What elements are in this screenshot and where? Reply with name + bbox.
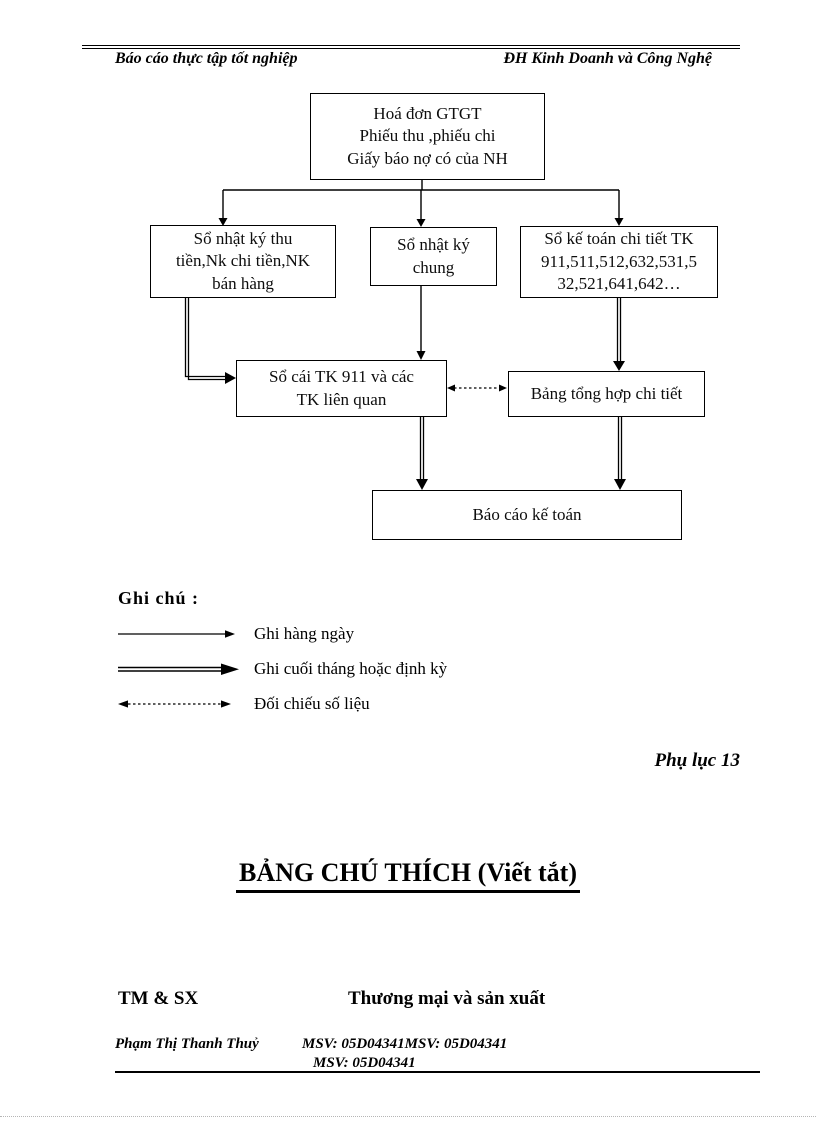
connector-summary-to-report-periodic [614, 417, 626, 490]
solid-single-arrow-icon [118, 630, 235, 638]
flowchart-box-general-journal: Sổ nhật ký chung [370, 227, 497, 286]
footer-student-id-inline: MSV: 05D04341MSV: 05D04341 [302, 1036, 508, 1052]
header-university-name: ĐH Kinh Doanh và Công Nghệ [503, 50, 713, 67]
flowchart-box-summary-table: Bảng tổng hợp chi tiết [508, 371, 705, 417]
footer-divider-rule [115, 1071, 760, 1073]
footer-student-id-line2: MSV: 05D04341 [313, 1055, 416, 1071]
box-source-documents-text: Hoá đơn GTGT Phiếu thu ,phiếu chi Giấy b… [347, 103, 508, 168]
glossary-section-title: BẢNG CHÚ THÍCH (Viết tắt) [236, 858, 580, 893]
flowchart-box-accounting-reports: Báo cáo kế toán [372, 490, 682, 540]
connector-journal-to-ledger-daily [416, 286, 426, 360]
box-summary-table-text: Bảng tổng hợp chi tiết [530, 383, 683, 403]
legend-label-periodic: Ghi cuối tháng hoặc định kỳ [254, 659, 448, 678]
connector-cash-to-ledger-periodic [184, 298, 236, 384]
solid-double-arrow-icon [118, 663, 239, 675]
legend-item-crosscheck: Đối chiếu số liệu [118, 694, 447, 714]
legend-title: Ghi chú : [118, 588, 200, 608]
arrowhead-to-general-journal [416, 219, 426, 227]
arrowhead-to-detail-ledgers [614, 218, 624, 226]
glossary-abbreviation: TM & SX [118, 988, 199, 1009]
box-general-journal-text: Sổ nhật ký chung [397, 235, 470, 277]
flowchart-box-general-ledger: Sổ cái TK 911 và các TK liên quan [236, 360, 447, 417]
legend-label-crosscheck: Đối chiếu số liệu [254, 694, 370, 713]
glossary-title-wrap: BẢNG CHÚ THÍCH (Viết tắt) [0, 858, 816, 893]
box-cash-journals-text: Sổ nhật ký thu tiền,Nk chi tiền,NK bán h… [175, 228, 311, 293]
flowchart-box-source-documents: Hoá đơn GTGT Phiếu thu ,phiếu chi Giấy b… [310, 93, 545, 180]
connector-ledger-to-report-periodic [416, 417, 428, 490]
box-general-ledger-text: Sổ cái TK 911 và các TK liên quan [269, 367, 414, 409]
connector-ledger-summary-crosscheck [447, 384, 507, 392]
legend: Ghi chú : Ghi hàng ngày Ghi cuối tháng h… [118, 588, 447, 714]
connector-detail-to-summary-periodic [613, 298, 625, 371]
glossary-meaning: Thương mại và sản xuất [348, 988, 546, 1009]
flowchart-box-detail-ledgers: Sổ kế toán chi tiết TK 911,511,512,632,5… [520, 226, 718, 298]
footer-author-name: Phạm Thị Thanh Thuỷ [115, 1036, 259, 1052]
appendix-label: Phụ lục 13 [654, 750, 740, 771]
legend-label-daily: Ghi hàng ngày [254, 624, 355, 643]
box-detail-ledgers-text: Sổ kế toán chi tiết TK 911,511,512,632,5… [541, 229, 697, 294]
dotted-double-arrow-icon [118, 700, 231, 708]
box-accounting-reports-text: Báo cáo kế toán [472, 504, 582, 524]
header-report-title: Báo cáo thực tập tốt nghiệp [115, 50, 298, 67]
page-bottom-dotted-edge [0, 1116, 816, 1117]
header-divider-rule [82, 45, 740, 49]
connector-source-branch [218, 179, 624, 227]
legend-item-periodic: Ghi cuối tháng hoặc định kỳ [118, 659, 447, 679]
legend-item-daily: Ghi hàng ngày [118, 624, 447, 644]
flowchart-box-cash-journals: Sổ nhật ký thu tiền,Nk chi tiền,NK bán h… [150, 225, 336, 298]
